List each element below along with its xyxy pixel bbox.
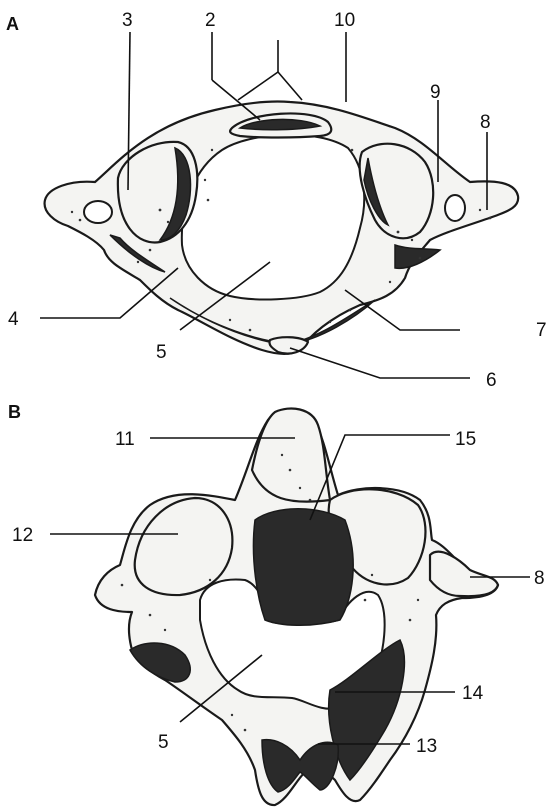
leader-apex-left [238, 72, 278, 100]
label-14: 14 [462, 683, 484, 704]
label-15: 15 [455, 429, 476, 450]
vertebral-artery-groove-right [395, 245, 440, 268]
label-5-b: 5 [158, 732, 169, 753]
label-12: 12 [12, 525, 33, 546]
axis-figure [95, 408, 498, 805]
body-shading [253, 509, 353, 626]
label-5-a: 5 [156, 342, 167, 363]
transverse-foramen-left [84, 201, 112, 223]
posterior-tubercle [269, 337, 308, 353]
panel-label-a: A [6, 14, 19, 34]
leader-6 [290, 348, 470, 378]
label-7: 7 [536, 320, 547, 341]
transverse-foramen-right [445, 195, 465, 221]
label-9: 9 [430, 82, 441, 103]
label-2: 2 [205, 10, 216, 31]
label-8-b: 8 [534, 568, 545, 589]
label-13: 13 [416, 736, 437, 757]
label-6: 6 [486, 370, 497, 391]
panel-label-b: B [8, 402, 21, 422]
label-3: 3 [122, 10, 133, 31]
vertebral-foramen-a [182, 135, 364, 300]
transverse-process-right [430, 552, 498, 597]
label-8-a: 8 [480, 112, 491, 133]
label-11: 11 [115, 429, 135, 450]
atlas-figure [45, 101, 519, 353]
dens [252, 408, 330, 501]
label-4: 4 [8, 309, 19, 330]
label-10: 10 [334, 10, 355, 31]
leader-apex-right [278, 72, 302, 100]
